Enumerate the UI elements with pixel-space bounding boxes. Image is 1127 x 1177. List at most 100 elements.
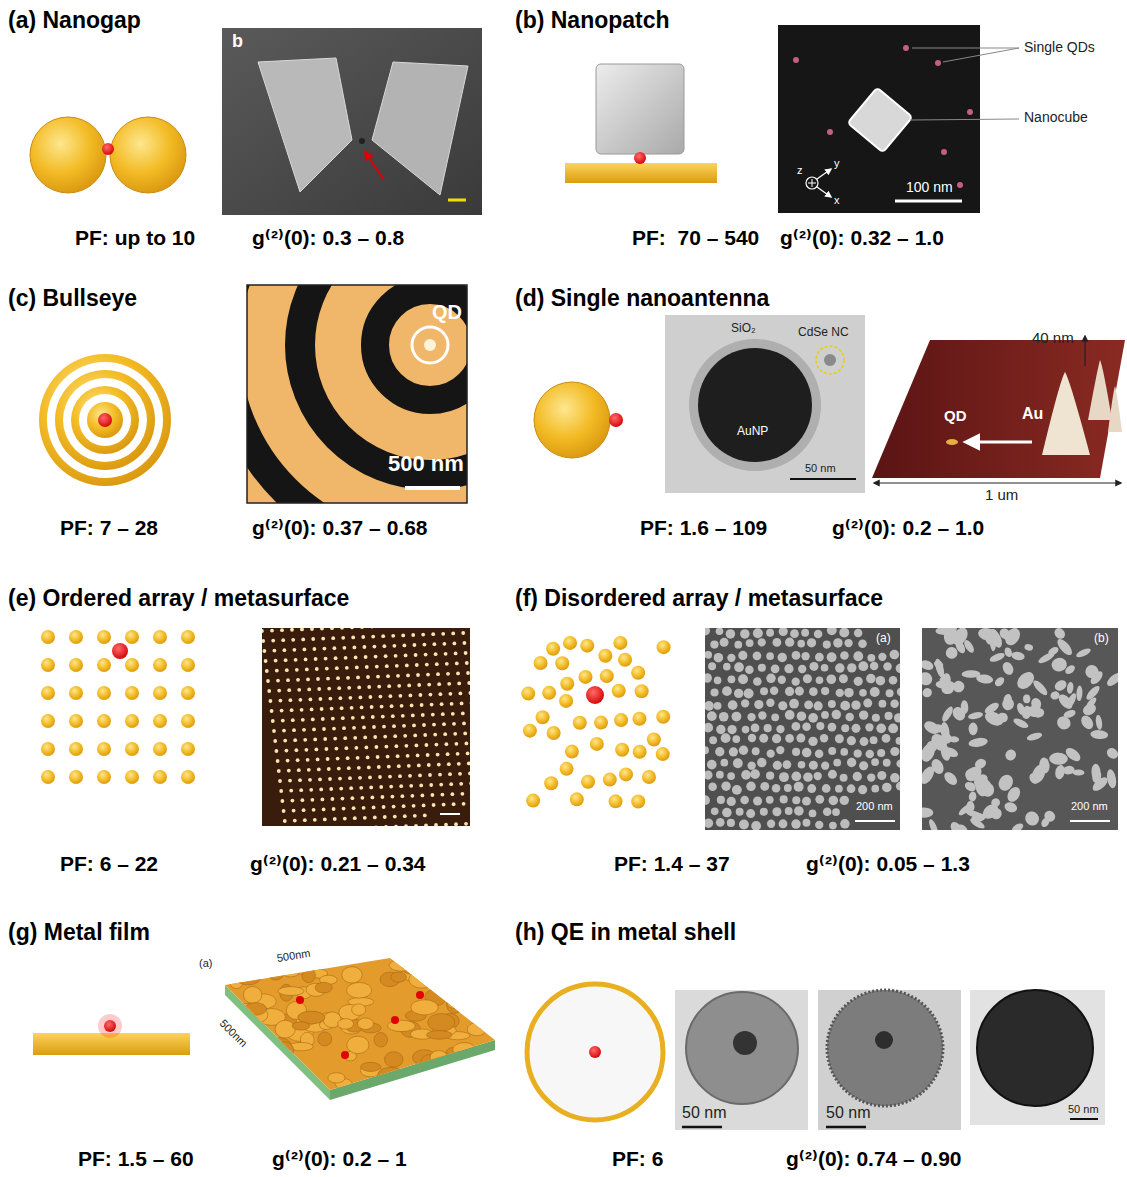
- dot: [311, 718, 315, 722]
- grain: [401, 957, 422, 974]
- dot: [396, 674, 400, 678]
- dot: [69, 770, 83, 784]
- blob: [922, 670, 935, 688]
- nanoantenna-afm-image: [872, 336, 1125, 483]
- dot: [890, 650, 900, 660]
- dot: [315, 667, 319, 671]
- dot: [332, 807, 336, 811]
- purcell-factor: PF: 1.5 – 60: [78, 1147, 194, 1170]
- dot: [894, 713, 900, 722]
- dot: [444, 652, 448, 656]
- dot: [347, 766, 351, 770]
- dot: [409, 694, 413, 698]
- dot: [791, 771, 801, 781]
- dot: [776, 725, 784, 733]
- grain: [227, 1073, 248, 1087]
- dimension-label: 500nm: [217, 1017, 249, 1049]
- dot: [751, 724, 760, 733]
- dot: [717, 796, 725, 804]
- dot: [277, 689, 281, 693]
- blob: [935, 628, 955, 636]
- dot: [439, 692, 443, 696]
- purcell-factor: PF: 7 – 28: [60, 516, 158, 539]
- dot: [285, 749, 289, 753]
- dot: [440, 702, 444, 706]
- dot: [341, 797, 345, 801]
- dot: [766, 699, 774, 707]
- dot: [778, 676, 786, 684]
- dot: [791, 722, 800, 731]
- dot: [469, 782, 470, 786]
- blob: [1003, 748, 1018, 763]
- dot: [423, 643, 427, 647]
- dot: [808, 737, 817, 746]
- dot: [832, 808, 840, 816]
- dot: [283, 648, 287, 652]
- g2-value: g⁽²⁾(0): 0.74 – 0.90: [786, 1147, 962, 1170]
- dot: [335, 666, 339, 670]
- dot: [325, 667, 329, 671]
- particle-dots: [705, 628, 900, 830]
- dot: [457, 682, 461, 686]
- dot: [463, 732, 467, 736]
- grain: [428, 1014, 455, 1032]
- blob: [939, 672, 953, 690]
- dot: [441, 712, 445, 716]
- scale-bar-label: 200 nm: [856, 800, 893, 812]
- dot: [341, 716, 345, 720]
- purcell-factor: PF: 70 – 540: [632, 226, 759, 249]
- dot: [863, 699, 872, 708]
- dot: [453, 642, 457, 646]
- particle-blobs: [922, 628, 1118, 830]
- blob: [1090, 729, 1109, 739]
- dot: [614, 713, 628, 727]
- dot: [408, 774, 412, 778]
- dot: [297, 768, 301, 772]
- dot: [840, 748, 848, 756]
- blob: [1055, 637, 1075, 658]
- dot: [876, 724, 886, 734]
- dot: [547, 726, 561, 740]
- image-label: SiO₂: [731, 322, 756, 335]
- dimension-label: 40 nm: [1032, 330, 1074, 347]
- dimension-label: 500nm: [276, 947, 311, 964]
- dot: [414, 824, 418, 826]
- dot: [807, 784, 816, 793]
- dot: [384, 825, 388, 826]
- dot: [732, 712, 742, 722]
- dot: [785, 807, 793, 815]
- dot: [815, 750, 824, 759]
- dot: [750, 769, 760, 779]
- dot: [631, 795, 645, 809]
- dot: [327, 767, 331, 771]
- dot: [279, 789, 283, 793]
- dot: [181, 714, 195, 728]
- dot: [379, 695, 383, 699]
- g2-value: g⁽²⁾(0): 0.21 – 0.34: [250, 852, 426, 875]
- dot: [125, 714, 139, 728]
- blob: [1011, 822, 1025, 830]
- dot: [835, 785, 843, 793]
- grain: [435, 966, 461, 981]
- dot: [373, 735, 377, 739]
- blob: [1003, 800, 1019, 814]
- dot: [267, 689, 271, 693]
- dot: [542, 686, 556, 700]
- dot: [705, 701, 714, 711]
- blob: [1052, 628, 1067, 641]
- dot: [766, 772, 774, 780]
- dot: [407, 764, 411, 768]
- panel-title: (g) Metal film: [8, 920, 150, 945]
- dot: [727, 797, 736, 806]
- dot: [376, 755, 380, 759]
- dot: [397, 764, 401, 768]
- dot: [319, 788, 323, 792]
- blob: [1026, 731, 1043, 742]
- blob: [971, 774, 994, 796]
- image-letter: (a): [199, 957, 212, 969]
- grain: [234, 1014, 257, 1026]
- dot: [265, 669, 269, 673]
- dot: [341, 636, 345, 640]
- dot: [417, 764, 421, 768]
- dot: [403, 734, 407, 738]
